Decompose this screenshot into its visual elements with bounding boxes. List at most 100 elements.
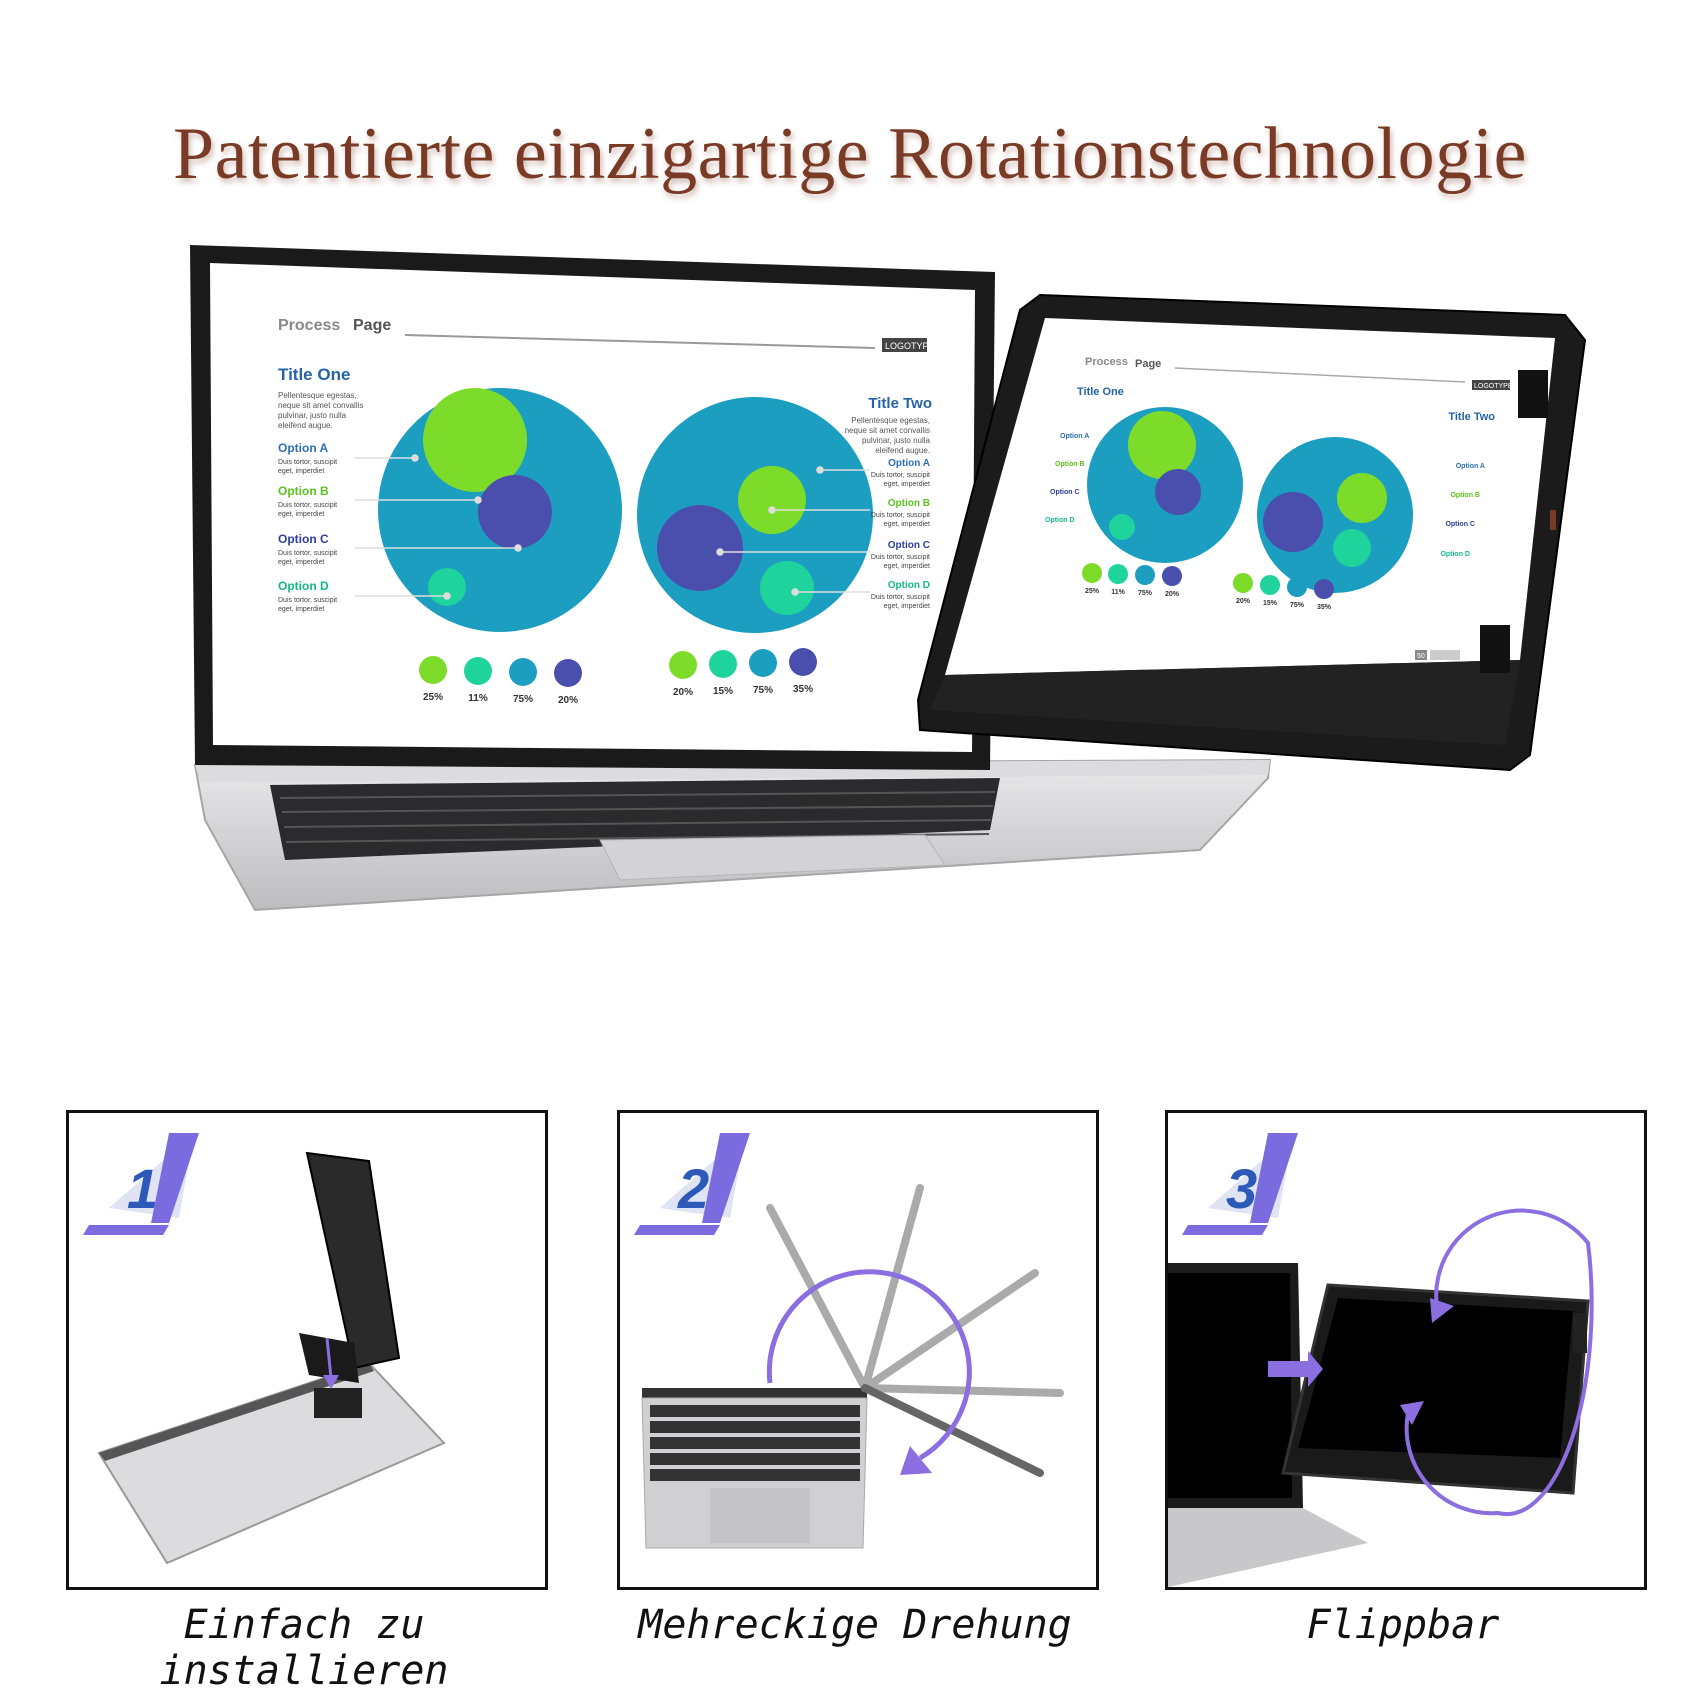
step-number-3: 3: [1226, 1157, 1257, 1220]
stat-percent-left: 20%: [558, 695, 578, 706]
svg-text:Option A: Option A: [1060, 433, 1089, 440]
svg-text:20%: 20%: [1165, 591, 1180, 598]
hero-illustration: Process Page LOGOTYPE Title One Pellente…: [190, 245, 1587, 912]
svg-text:50: 50: [1417, 653, 1425, 660]
option-label-left: Option A: [278, 441, 329, 455]
svg-text:neque sit amet convallis: neque sit amet convallis: [845, 426, 930, 435]
svg-text:Page: Page: [1135, 358, 1161, 370]
slide-title-one: Title One: [278, 365, 350, 384]
option-text-right: Duis tortor, suscipit: [871, 512, 930, 519]
headline: Patentierte einzigartige Rotationstechno…: [172, 113, 1528, 195]
rotation-arc: [766, 1269, 972, 1461]
svg-text:Pellentesque egestas,: Pellentesque egestas,: [851, 416, 930, 425]
step-1-clip: [314, 1388, 362, 1418]
stat-icon-right: [709, 650, 737, 678]
step-2-illustration: 2: [634, 1133, 1064, 1549]
slide-options-left: Option A Duis tortor, suscipit eget, imper…: [278, 441, 337, 613]
step-panel-1: 1: [66, 1110, 548, 1590]
svg-text:Option C: Option C: [1445, 521, 1475, 528]
side-monitor-hinge-bottom: [1480, 625, 1510, 673]
stat-percent-right: 35%: [793, 684, 813, 695]
bubble-chart-left: [355, 388, 622, 632]
rotation-arrow-icon: [900, 1446, 932, 1475]
step-2-trackpad: [710, 1488, 810, 1543]
bubble-chart-right: [637, 397, 873, 633]
step-panel-2: 2: [617, 1110, 1099, 1590]
svg-text:Pellentesque egestas,: Pellentesque egestas,: [278, 391, 357, 400]
stat-icon-left: [419, 656, 447, 684]
down-arrow-icon: [323, 1375, 339, 1389]
step-number-1: 1: [127, 1157, 158, 1220]
stat-icon-right: [669, 651, 697, 679]
option-text-left: Duis tortor, suscipit: [278, 502, 337, 509]
step-2-laptop-hinge: [642, 1388, 867, 1398]
option-label-right: Option A: [888, 458, 930, 469]
slide-page-label-a: Process: [278, 317, 340, 334]
step-1-illustration: 1: [83, 1133, 446, 1565]
stat-icon-left: [554, 659, 582, 687]
svg-text:25%: 25%: [1085, 588, 1100, 595]
caption-step-2: Mehreckige Drehung: [638, 1602, 1072, 1648]
svg-text:Process: Process: [1085, 356, 1128, 368]
svg-text:75%: 75%: [1138, 590, 1153, 597]
svg-text:Option D: Option D: [1045, 517, 1075, 524]
option-label-right: Option B: [888, 498, 930, 509]
right-arrow-icon: [1268, 1351, 1323, 1387]
flip-arrow-top-icon: [1430, 1298, 1454, 1323]
slide-stats-right: 20%15%75%35%: [669, 648, 817, 698]
svg-text:11%: 11%: [1111, 589, 1125, 596]
svg-text:Option A: Option A: [1456, 463, 1485, 470]
side-monitor: Process Page LOGOTYPE Title One Title Tw…: [916, 293, 1587, 772]
step-number-2: 2: [677, 1157, 709, 1220]
stat-icon-right: [749, 649, 777, 677]
svg-text:LOGOTYPE: LOGOTYPE: [1474, 383, 1513, 390]
flip-arrow-bottom-icon: [1400, 1401, 1424, 1425]
option-text-right: eget, imperdiet: [884, 521, 930, 528]
option-label-left: Option D: [278, 579, 329, 593]
stat-percent-right: 75%: [753, 685, 773, 696]
laptop-base: [193, 758, 1272, 912]
svg-text:20%: 20%: [1236, 598, 1251, 605]
flip-arc: [1404, 1208, 1594, 1517]
slide-options-right: Option A Duis tortor, suscipit eget, imper…: [871, 458, 930, 610]
svg-text:eleifend augue.: eleifend augue.: [875, 446, 930, 455]
step-1-monitor: [305, 1151, 401, 1370]
option-text-left: eget, imperdiet: [278, 468, 324, 475]
svg-text:75%: 75%: [1290, 602, 1305, 609]
laptop-slide: Process Page LOGOTYPE Title One Pellente…: [278, 317, 968, 720]
slide-stats-left: 25%11%75%20%: [419, 656, 582, 706]
svg-text:35%: 35%: [1317, 604, 1332, 611]
option-text-right: Duis tortor, suscipit: [871, 554, 930, 561]
caption-step-3: Flippbar: [1306, 1602, 1500, 1648]
svg-text:Title Two: Title Two: [1448, 411, 1495, 423]
svg-text:Option C: Option C: [1050, 489, 1080, 496]
monitor-slide: Process Page LOGOTYPE Title One Title Tw…: [1045, 356, 1513, 660]
option-text-left: eget, imperdiet: [278, 606, 324, 613]
step-3-illustration: 3: [1168, 1133, 1594, 1587]
trackpad: [599, 834, 946, 881]
option-text-right: eget, imperdiet: [884, 481, 930, 488]
svg-text:pulvinar, justo nulla: pulvinar, justo nulla: [862, 436, 931, 445]
slide-body-left: Pellentesque egestas, neque sit amet con…: [278, 391, 363, 430]
svg-text:Title One: Title One: [1077, 386, 1124, 398]
option-text-right: Duis tortor, suscipit: [871, 472, 930, 479]
option-label-right: Option D: [888, 580, 930, 591]
slide-page-label-b: Page: [353, 317, 391, 334]
svg-text:Option D: Option D: [1440, 551, 1470, 558]
svg-text:15%: 15%: [1263, 600, 1278, 607]
option-text-right: eget, imperdiet: [884, 563, 930, 570]
svg-text:pulvinar, justo nulla: pulvinar, justo nulla: [278, 411, 347, 420]
side-monitor-hinge-top: [1518, 370, 1548, 418]
svg-text:neque sit amet convallis: neque sit amet convallis: [278, 401, 363, 410]
option-label-left: Option C: [278, 532, 329, 546]
stat-percent-right: 20%: [673, 687, 693, 698]
option-text-left: Duis tortor, suscipit: [278, 459, 337, 466]
step-2-keyboard: [650, 1405, 860, 1481]
stat-icon-right: [789, 648, 817, 676]
usb-port: [1550, 510, 1556, 530]
option-label-left: Option B: [278, 484, 329, 498]
stat-percent-left: 11%: [468, 693, 488, 704]
svg-text:eleifend augue.: eleifend augue.: [278, 421, 333, 430]
option-text-right: Duis tortor, suscipit: [871, 594, 930, 601]
svg-text:Option B: Option B: [1055, 461, 1085, 468]
